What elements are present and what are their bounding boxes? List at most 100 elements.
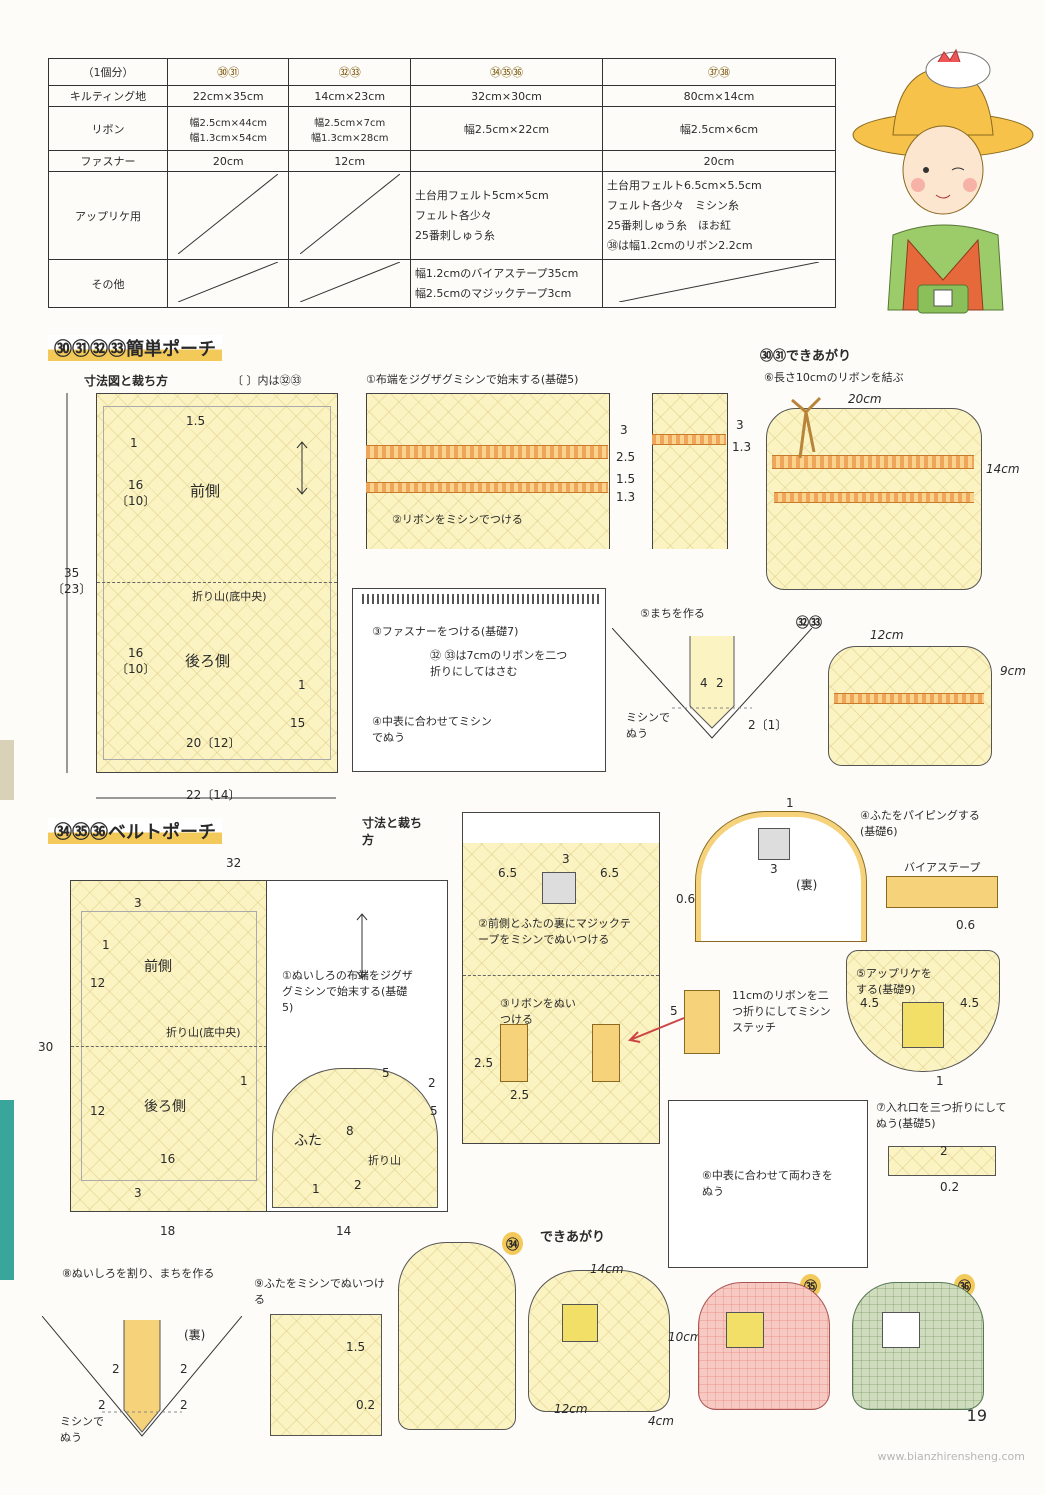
- ribbon-strip: [834, 693, 984, 704]
- dim-label: 2: [354, 1178, 362, 1192]
- dimension-line: [96, 797, 336, 799]
- dim-label: 1: [312, 1182, 320, 1196]
- dim-label: 0.2: [940, 1180, 960, 1194]
- gusset-diagram: [612, 628, 812, 739]
- table-header: ㊲㊳: [602, 58, 836, 86]
- section1-pattern-note: 〔 〕内は㉜㉝: [232, 374, 302, 387]
- table-cell: 土台用フェルト5cm×5cm フェルト各少々 25番刺しゅう糸: [409, 171, 604, 260]
- dim-label: 14cm: [590, 1262, 624, 1276]
- table-cell-empty: [602, 259, 836, 308]
- finished-pouch-pink: [698, 1282, 830, 1410]
- hem-diagram: [888, 1146, 996, 1176]
- step3-note: ㉜ ㉝は7cmのリボンを二つ折りにしてはさむ: [430, 649, 568, 678]
- arrow-icon: [627, 1017, 685, 1043]
- dim-label: 12cm: [554, 1402, 588, 1416]
- bread-applique: [882, 1312, 920, 1348]
- girl-illustration: [852, 48, 1034, 314]
- finished-belt-pouch-front: [528, 1270, 670, 1412]
- ice-cream-applique: [562, 1304, 598, 1342]
- zipper-teeth: [362, 594, 602, 604]
- section2-step8: ⑧ぬいしろを割り、まちを作る: [62, 1267, 215, 1280]
- dim-label: 3: [736, 418, 744, 432]
- section2-step6: ⑥中表に合わせて両わきをぬう: [702, 1169, 833, 1198]
- section1-title: ㉚㉛㉜㉝簡単ポーチ: [48, 335, 222, 361]
- dim-label: 2.5: [616, 450, 636, 464]
- watermark: www.bianzhirensheng.com: [877, 1450, 1025, 1463]
- dim-label: 20cm: [848, 392, 882, 406]
- back-side-label: (裏): [796, 878, 818, 892]
- table-cell: 幅2.5cm×44cm 幅1.3cm×54cm: [166, 106, 290, 151]
- step3-zipper-diagram: [352, 588, 606, 772]
- step3-note: 11cmのリボンを二つ折りにしてミシンステッチ: [732, 989, 831, 1034]
- table-cell: 幅1.2cmのバイアステープ35cm 幅2.5cmのマジックテープ3cm: [409, 259, 604, 308]
- arrow-icon: [356, 913, 368, 979]
- section1-pattern-title: 寸法図と裁ち方: [84, 374, 169, 388]
- step1-detail: [652, 393, 728, 549]
- front-label: 前側: [190, 482, 221, 500]
- dim-label: 0.2: [356, 1398, 376, 1412]
- dim-label: 16: [160, 1152, 176, 1166]
- table-cell-empty: [288, 259, 411, 308]
- dim-label: 1.3: [616, 490, 636, 504]
- dim-label: 2: [716, 676, 724, 690]
- dim-label: 4: [700, 676, 708, 690]
- ribbon-strip: [366, 482, 608, 493]
- dim-label: 1: [298, 678, 306, 692]
- gusset-diagram: [42, 1316, 242, 1437]
- ribbon-strip: [774, 492, 974, 503]
- dim-label: 2.5: [474, 1056, 494, 1070]
- table-cell: 幅2.5cm×22cm: [409, 106, 604, 151]
- section2-step3: ③リボンをぬいつける: [500, 997, 576, 1026]
- pattern-piece-flap: [272, 1068, 438, 1208]
- ribbon-strip: [366, 445, 608, 459]
- table-cell: 80cm×14cm: [602, 85, 836, 107]
- dim-label: 5: [430, 1104, 438, 1118]
- page-edge-tab: [0, 1100, 14, 1280]
- velcro-patch: [542, 872, 576, 904]
- table-header: ㉚㉛: [166, 58, 290, 86]
- dim-label: 6.5: [498, 866, 518, 880]
- section2-pattern-title: 寸法と裁ち方: [362, 816, 423, 847]
- dim-label: 10cm: [668, 1330, 702, 1344]
- done1-note: ⑥長さ10cmのリボンを結ぶ: [764, 371, 904, 384]
- dim-label: 1: [936, 1074, 944, 1088]
- done-label-34: ㉞: [502, 1232, 524, 1255]
- dim-label: 1.3: [732, 440, 752, 454]
- ice-cream-applique: [902, 1002, 944, 1048]
- row-label: キルティング地: [48, 85, 168, 107]
- table-header: ㉜㉝: [288, 58, 411, 86]
- dim-label: 2〔1〕: [748, 718, 788, 732]
- front-label: 前側: [144, 959, 172, 975]
- dim-label: 4cm: [648, 1414, 674, 1428]
- finished-belt-pouch-back: [398, 1242, 516, 1430]
- pattern-piece-belt-pouch: [70, 880, 268, 1212]
- fold-label: 折り山(底中央): [192, 590, 267, 603]
- step6-diagram: [668, 1100, 868, 1268]
- dim-label: 8: [346, 1124, 354, 1138]
- table-cell: 20cm: [166, 150, 290, 172]
- dim-label: 2: [112, 1362, 120, 1376]
- row-label: ファスナー: [48, 150, 168, 172]
- section2-step5: ⑤アップリケをする(基礎9): [856, 967, 932, 996]
- dim-label: 20〔12〕: [186, 736, 241, 750]
- table-header: ㉞㉟㊱: [409, 58, 604, 86]
- row-label: その他: [48, 259, 168, 308]
- dim-label: 0.6: [956, 918, 976, 932]
- dim-label: 3: [562, 852, 570, 866]
- bow-icon: [791, 396, 822, 459]
- dim-label: 3: [134, 896, 142, 910]
- step1-text: ①布端をジグザグミシンで始末する(基礎5): [366, 373, 579, 386]
- flap-fold-label: 折り山: [368, 1154, 401, 1167]
- finished-pouch-small: [828, 646, 992, 766]
- table-cell: 幅2.5cm×7cm 幅1.3cm×28cm: [288, 106, 411, 151]
- table-cell: 22cm×35cm: [166, 85, 290, 107]
- arrow-icon: [296, 441, 308, 495]
- table-cell-empty: [166, 171, 290, 260]
- table-cell: 土台用フェルト6.5cm×5.5cm フェルト各少々 ミシン糸 25番刺しゅう糸…: [602, 171, 836, 260]
- dim-label: 1.5: [186, 414, 206, 428]
- dim-label: 1: [102, 938, 110, 952]
- dim-label: 4.5: [860, 996, 880, 1010]
- dim-label: 3: [620, 423, 628, 437]
- dim-label: 2: [428, 1076, 436, 1090]
